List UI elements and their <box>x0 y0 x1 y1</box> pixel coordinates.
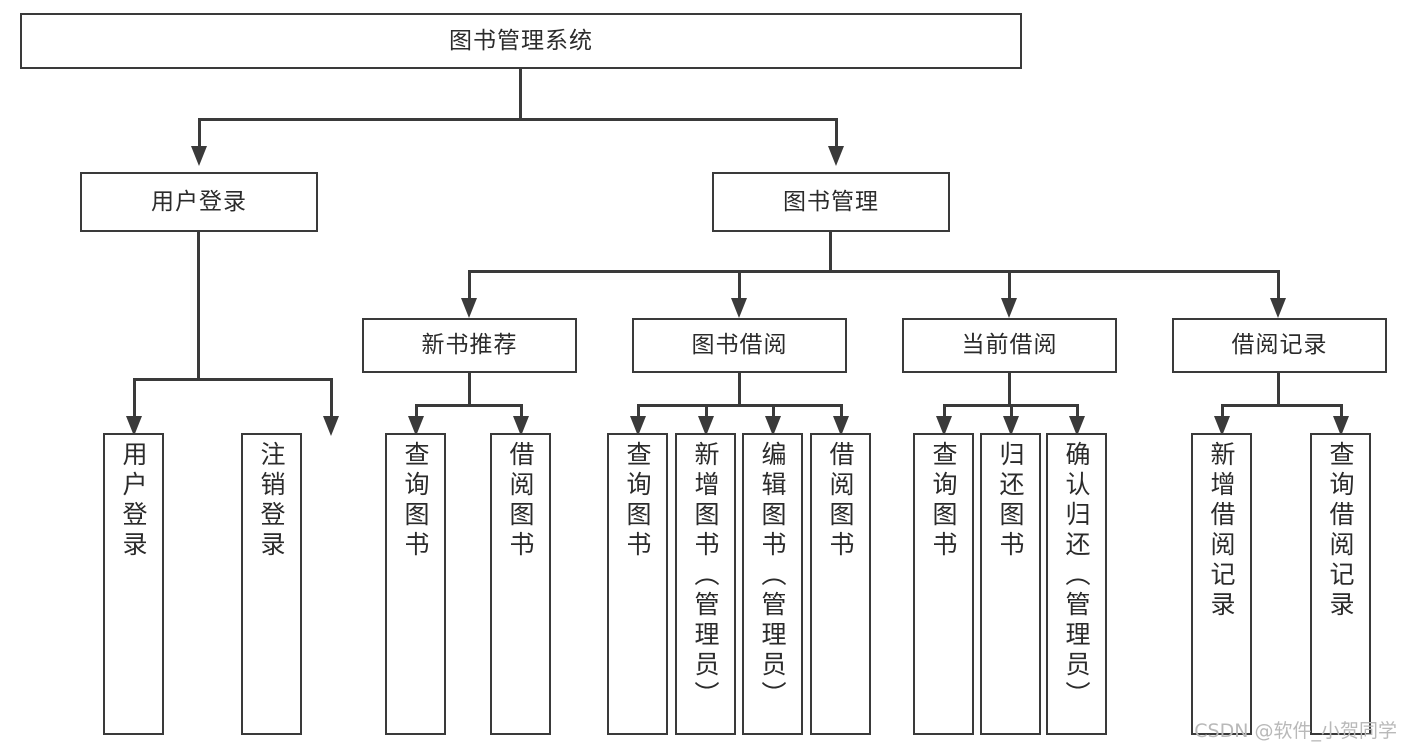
node-label: 查询图书 <box>401 441 430 561</box>
node-current-borrow[interactable]: 当前借阅 <box>902 318 1117 373</box>
connector-drop-bb-query <box>637 404 640 420</box>
connector-new-book-bus <box>415 404 523 407</box>
node-label: 查询图书 <box>623 441 652 561</box>
connector-level2-drop-book-manage <box>835 118 838 148</box>
node-label: 图书管理 <box>783 188 879 215</box>
connector-level3-drop-book-borrow <box>738 270 741 300</box>
connector-level2-drop-user-login <box>198 118 201 148</box>
node-label: 用户登录 <box>151 188 247 215</box>
arrowhead-cb-query <box>936 416 952 436</box>
arrowhead-cb-confirm <box>1069 416 1085 436</box>
node-label: 新增图书（管理员） <box>691 441 720 711</box>
node-label: 确认归还（管理员） <box>1062 441 1091 711</box>
connector-level3-drop-new-book <box>468 270 471 300</box>
arrowhead-new-book <box>461 298 477 318</box>
node-label: 新书推荐 <box>421 332 518 359</box>
node-label: 归还图书 <box>996 441 1025 561</box>
leaf-nb-query-book[interactable]: 查询图书 <box>385 433 446 735</box>
connector-book-management-stem <box>829 232 832 272</box>
connector-drop-br-add <box>1221 404 1224 420</box>
node-label: 编辑图书（管理员） <box>758 441 787 711</box>
leaf-cb-confirm-return[interactable]: 确认归还（管理员） <box>1046 433 1107 735</box>
leaf-logout[interactable]: 注销登录 <box>241 433 302 735</box>
node-label: 图书借阅 <box>691 332 788 359</box>
node-label: 图书管理系统 <box>449 27 593 54</box>
leaf-bb-edit-book[interactable]: 编辑图书（管理员） <box>742 433 803 735</box>
arrowhead-nb-query <box>408 416 424 436</box>
node-label: 借阅图书 <box>506 441 535 561</box>
leaf-nb-borrow-book[interactable]: 借阅图书 <box>490 433 551 735</box>
connector-book-borrow-bus <box>637 404 843 407</box>
arrowhead-bb-edit <box>765 416 781 436</box>
node-user-login[interactable]: 用户登录 <box>80 172 318 232</box>
node-root-system[interactable]: 图书管理系统 <box>20 13 1022 69</box>
node-book-management[interactable]: 图书管理 <box>712 172 950 232</box>
arrowhead-nb-borrow <box>513 416 529 436</box>
arrowhead-leaf-logout <box>323 416 339 436</box>
connector-drop-cb-return <box>1010 404 1013 420</box>
node-new-book-recommend[interactable]: 新书推荐 <box>362 318 577 373</box>
connector-drop-nb-borrow <box>520 404 523 420</box>
arrowhead-borrow-record <box>1270 298 1286 318</box>
connector-level3-drop-borrow-record <box>1277 270 1280 300</box>
node-label: 新增借阅记录 <box>1207 441 1236 621</box>
leaf-user-login[interactable]: 用户登录 <box>103 433 164 735</box>
arrowhead-user-login <box>191 146 207 166</box>
node-label: 查询借阅记录 <box>1326 441 1355 621</box>
connector-root-stem <box>519 69 522 119</box>
connector-drop-leaf-logout <box>330 378 333 420</box>
leaf-bb-add-book[interactable]: 新增图书（管理员） <box>675 433 736 735</box>
node-label: 借阅记录 <box>1231 332 1328 359</box>
connector-level3-bus <box>468 270 1280 273</box>
connector-drop-br-query <box>1340 404 1343 420</box>
connector-level2-bus <box>198 118 838 121</box>
connector-book-borrow-stem <box>738 373 741 406</box>
connector-drop-bb-add <box>705 404 708 420</box>
connector-drop-bb-borrow <box>840 404 843 420</box>
connector-drop-leaf-user-login <box>133 378 136 420</box>
leaf-cb-query-book[interactable]: 查询图书 <box>913 433 974 735</box>
connector-borrow-record-bus <box>1221 404 1343 407</box>
arrowhead-book-borrow <box>731 298 747 318</box>
leaf-br-query-record[interactable]: 查询借阅记录 <box>1310 433 1371 735</box>
arrowhead-bb-add <box>698 416 714 436</box>
leaf-br-add-record[interactable]: 新增借阅记录 <box>1191 433 1252 735</box>
leaf-bb-query-book[interactable]: 查询图书 <box>607 433 668 735</box>
connector-drop-bb-edit <box>772 404 775 420</box>
arrowhead-cb-return <box>1003 416 1019 436</box>
connector-borrow-record-stem <box>1277 373 1280 406</box>
connector-current-borrow-stem <box>1008 373 1011 406</box>
arrowhead-bb-query <box>630 416 646 436</box>
leaf-cb-return-book[interactable]: 归还图书 <box>980 433 1041 735</box>
leaf-bb-borrow-book[interactable]: 借阅图书 <box>810 433 871 735</box>
connector-level3-drop-current-borrow <box>1008 270 1011 300</box>
csdn-watermark: CSDN @软件_小贺同学 <box>1194 720 1397 742</box>
node-book-borrow[interactable]: 图书借阅 <box>632 318 847 373</box>
connector-drop-cb-confirm <box>1076 404 1079 420</box>
connector-new-book-stem <box>468 373 471 406</box>
node-label: 借阅图书 <box>826 441 855 561</box>
node-label: 查询图书 <box>929 441 958 561</box>
arrowhead-current-borrow <box>1001 298 1017 318</box>
connector-drop-cb-query <box>943 404 946 420</box>
arrowhead-leaf-user-login <box>126 416 142 436</box>
node-label: 用户登录 <box>119 441 148 561</box>
arrowhead-bb-borrow <box>833 416 849 436</box>
node-label: 当前借阅 <box>961 332 1058 359</box>
arrowhead-br-add <box>1214 416 1230 436</box>
node-borrow-record[interactable]: 借阅记录 <box>1172 318 1387 373</box>
connector-user-login-stem <box>197 232 200 380</box>
arrowhead-book-manage <box>828 146 844 166</box>
connector-user-login-bus <box>133 378 333 381</box>
node-label: 注销登录 <box>257 441 286 561</box>
connector-drop-nb-query <box>415 404 418 420</box>
arrowhead-br-query <box>1333 416 1349 436</box>
